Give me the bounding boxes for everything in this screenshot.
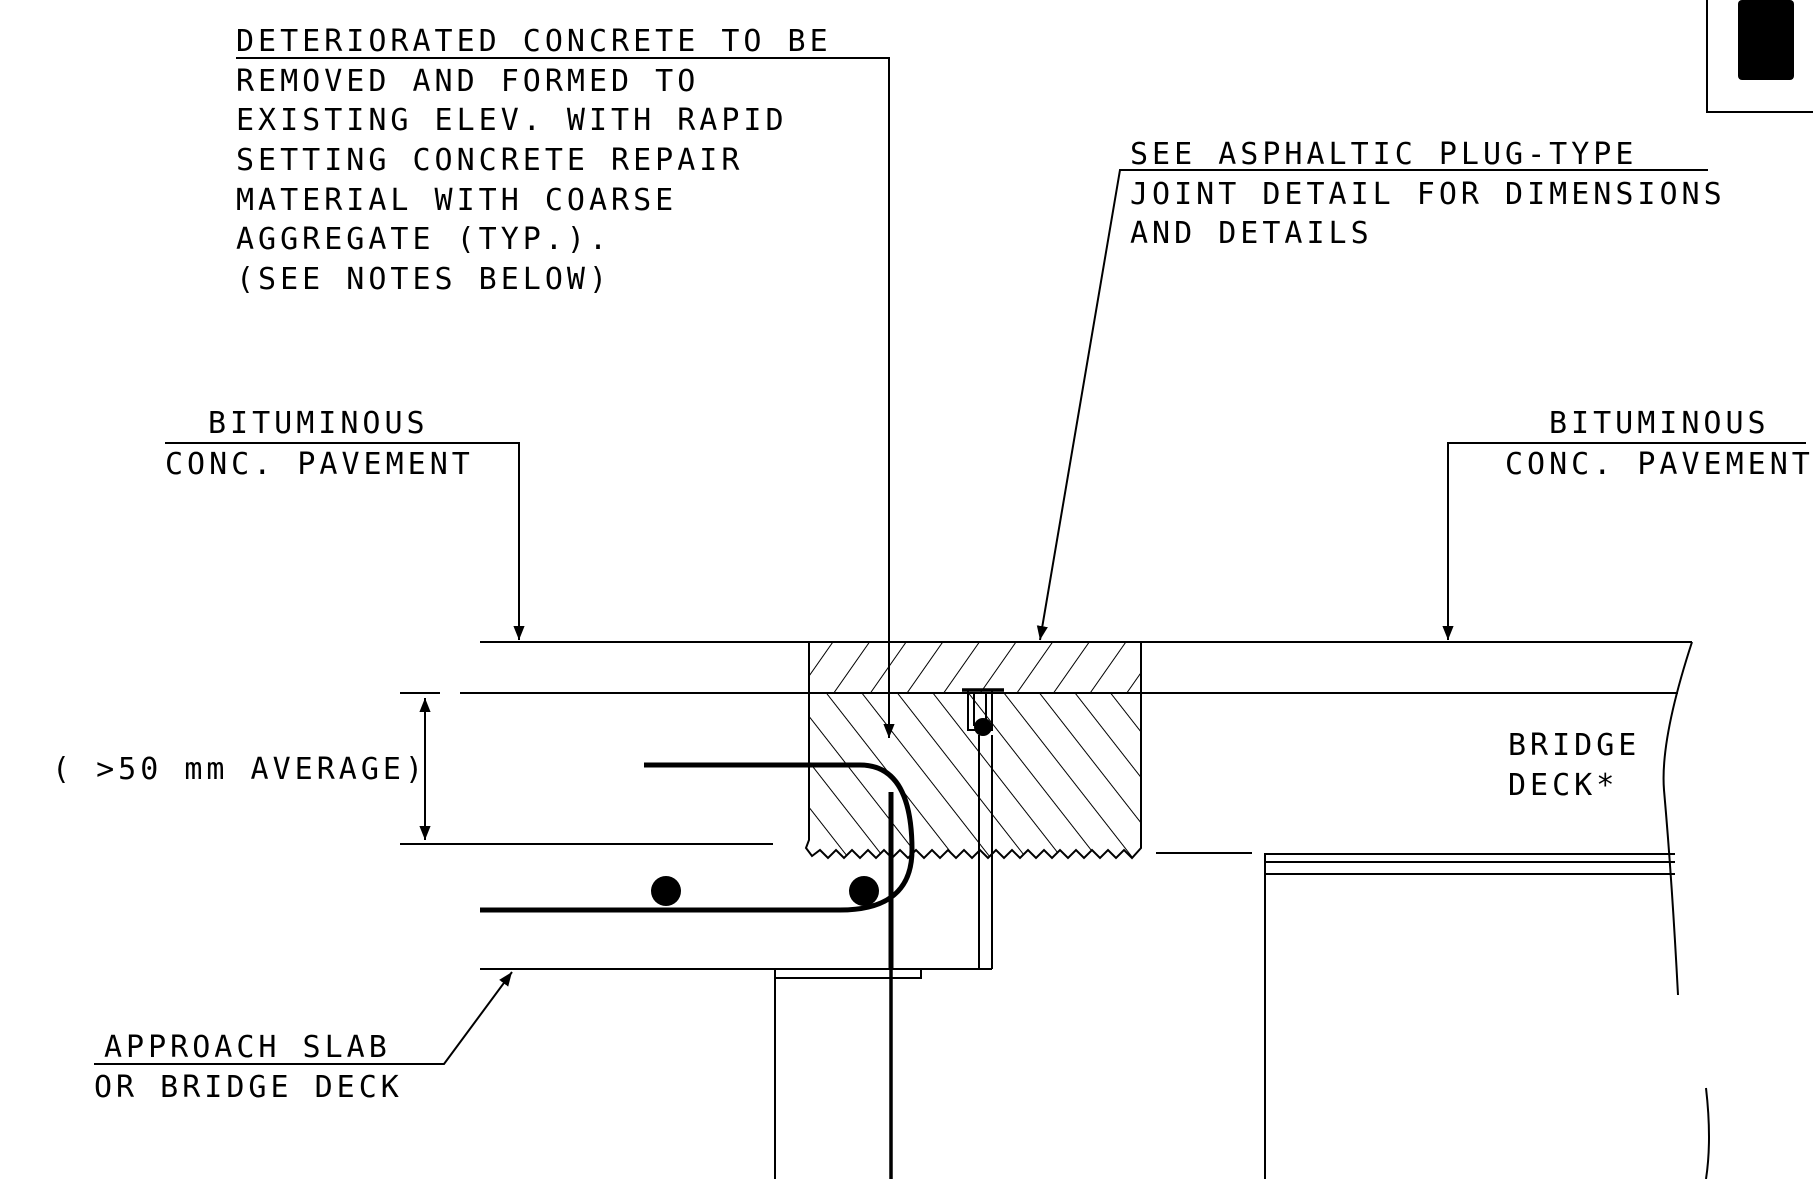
asphaltic-plug-line-2: JOINT DETAIL FOR DIMENSIONS	[1130, 177, 1726, 212]
approach-slab-label: APPROACH SLAB OR BRIDGE DECK	[94, 1030, 403, 1105]
asphaltic-plug-leader	[1036, 169, 1708, 641]
deteriorated-concrete-line-3: EXISTING ELEV. WITH RAPID	[236, 103, 788, 138]
deteriorated-concrete-label: DETERIORATED CONCRETE TO BE REMOVED AND …	[236, 24, 832, 297]
asphaltic-plug-line-3: AND DETAILS	[1130, 216, 1373, 251]
pavement-right-line-2: CONC. PAVEMENT	[1505, 447, 1813, 482]
concrete-repair-zone	[804, 688, 1142, 860]
bridge-deck-label: BRIDGE DECK*	[1508, 728, 1640, 803]
asphaltic-plug-line-1: SEE ASPHALTIC PLUG-TYPE	[1130, 137, 1637, 172]
deteriorated-concrete-line-4: SETTING CONCRETE REPAIR	[236, 143, 743, 178]
approach-slab-leader	[94, 971, 513, 1065]
pavement-left-line-1: BITUMINOUS	[208, 406, 429, 441]
pavement-left-label: BITUMINOUS CONC. PAVEMENT	[165, 406, 474, 482]
pavement-right-line-1: BITUMINOUS	[1549, 406, 1770, 441]
bridge-deck-body	[1156, 641, 1710, 1179]
pavement-left-line-2: CONC. PAVEMENT	[165, 447, 474, 482]
deteriorated-concrete-leader	[236, 57, 895, 738]
pavement-left-leader	[165, 442, 525, 640]
deteriorated-concrete-line-5: MATERIAL WITH COARSE	[236, 183, 677, 218]
approach-slab	[400, 735, 993, 1179]
bridge-deck-line-1: BRIDGE	[1508, 728, 1640, 763]
pavement-right-label: BITUMINOUS CONC. PAVEMENT	[1505, 406, 1813, 482]
deteriorated-concrete-line-7: (SEE NOTES BELOW)	[236, 262, 611, 297]
deteriorated-concrete-line-6: AGGREGATE (TYP.).	[236, 222, 611, 257]
deteriorated-concrete-line-2: REMOVED AND FORMED TO	[236, 64, 699, 99]
depth-dimension-label: ( >50 mm AVERAGE)	[52, 752, 427, 787]
asphaltic-plug-joint	[808, 641, 1142, 694]
depth-dimension: ( >50 mm AVERAGE)	[52, 692, 440, 840]
approach-slab-line-1: APPROACH SLAB	[104, 1030, 391, 1065]
title-block-corner	[1706, 0, 1813, 113]
bridge-deck-line-2: DECK*	[1508, 768, 1618, 803]
asphaltic-plug-label: SEE ASPHALTIC PLUG-TYPE JOINT DETAIL FOR…	[1130, 137, 1726, 251]
approach-slab-line-2: OR BRIDGE DECK	[94, 1070, 403, 1105]
deteriorated-concrete-line-1: DETERIORATED CONCRETE TO BE	[236, 24, 832, 59]
pavement-right-leader	[1442, 442, 1806, 640]
